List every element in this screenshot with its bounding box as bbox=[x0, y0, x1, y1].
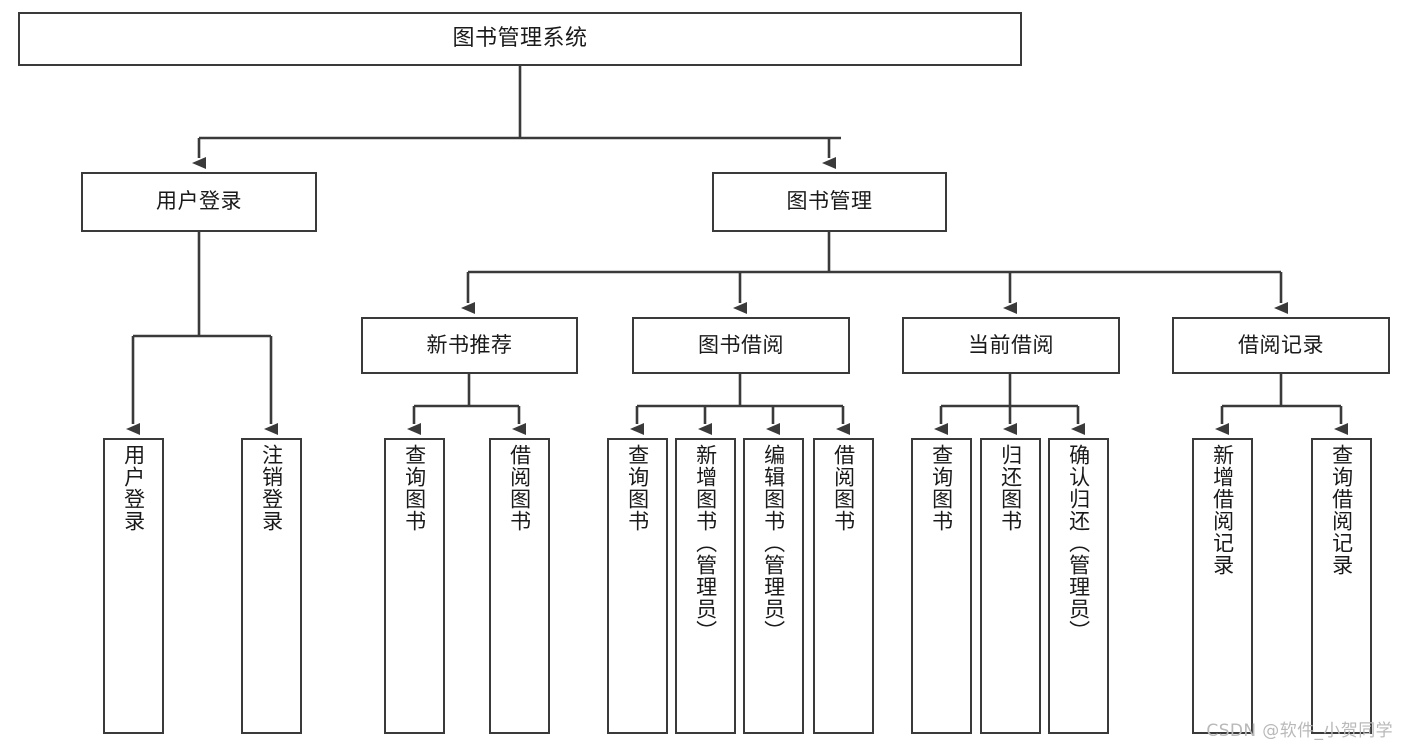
node-borrow-record[interactable]: 借阅记录 bbox=[1172, 317, 1390, 374]
node-label: 确认归还（管理员） bbox=[1066, 444, 1091, 642]
node-label: 图书借阅 bbox=[698, 332, 784, 357]
node-label: 新增图书（管理员） bbox=[693, 444, 718, 642]
node-label: 归还图书 bbox=[998, 444, 1023, 532]
node-label: 用户登录 bbox=[121, 444, 146, 532]
node-book-management[interactable]: 图书管理 bbox=[712, 172, 947, 232]
node-label: 查询图书 bbox=[625, 444, 650, 532]
leaf-book-borrow-query-book[interactable]: 查询图书 bbox=[607, 438, 668, 734]
node-label: 查询借阅记录 bbox=[1329, 444, 1354, 576]
node-label: 注销登录 bbox=[259, 444, 284, 532]
node-current-borrow[interactable]: 当前借阅 bbox=[902, 317, 1120, 374]
node-label: 用户登录 bbox=[156, 189, 242, 214]
node-label: 借阅记录 bbox=[1238, 332, 1324, 357]
node-root-book-management-system[interactable]: 图书管理系统 bbox=[18, 12, 1022, 66]
leaf-borrow-record-query-record[interactable]: 查询借阅记录 bbox=[1311, 438, 1372, 734]
leaf-current-borrow-confirm-return-admin[interactable]: 确认归还（管理员） bbox=[1048, 438, 1109, 734]
leaf-user-login-logout[interactable]: 注销登录 bbox=[241, 438, 302, 734]
node-label: 借阅图书 bbox=[831, 444, 856, 532]
node-label: 查询图书 bbox=[929, 444, 954, 532]
node-new-book-recommend[interactable]: 新书推荐 bbox=[361, 317, 578, 374]
node-label: 当前借阅 bbox=[968, 332, 1054, 357]
leaf-book-borrow-add-book-admin[interactable]: 新增图书（管理员） bbox=[675, 438, 736, 734]
leaf-current-borrow-return-book[interactable]: 归还图书 bbox=[980, 438, 1041, 734]
node-user-login[interactable]: 用户登录 bbox=[81, 172, 317, 232]
leaf-new-book-query-book[interactable]: 查询图书 bbox=[384, 438, 445, 734]
leaf-book-borrow-edit-book-admin[interactable]: 编辑图书（管理员） bbox=[743, 438, 804, 734]
node-label: 新增借阅记录 bbox=[1210, 444, 1235, 576]
leaf-new-book-borrow-book[interactable]: 借阅图书 bbox=[489, 438, 550, 734]
node-book-borrow[interactable]: 图书借阅 bbox=[632, 317, 850, 374]
watermark-text: CSDN @软件_小贺同学 bbox=[1206, 721, 1393, 741]
node-label: 查询图书 bbox=[402, 444, 427, 532]
node-label: 编辑图书（管理员） bbox=[761, 444, 786, 642]
leaf-user-login-login[interactable]: 用户登录 bbox=[103, 438, 164, 734]
node-label: 图书管理 bbox=[786, 189, 873, 214]
leaf-book-borrow-borrow-book[interactable]: 借阅图书 bbox=[813, 438, 874, 734]
node-label: 新书推荐 bbox=[426, 332, 513, 357]
leaf-current-borrow-query-book[interactable]: 查询图书 bbox=[911, 438, 972, 734]
node-label: 图书管理系统 bbox=[452, 25, 588, 51]
node-label: 借阅图书 bbox=[507, 444, 532, 532]
leaf-borrow-record-add-record[interactable]: 新增借阅记录 bbox=[1192, 438, 1253, 734]
